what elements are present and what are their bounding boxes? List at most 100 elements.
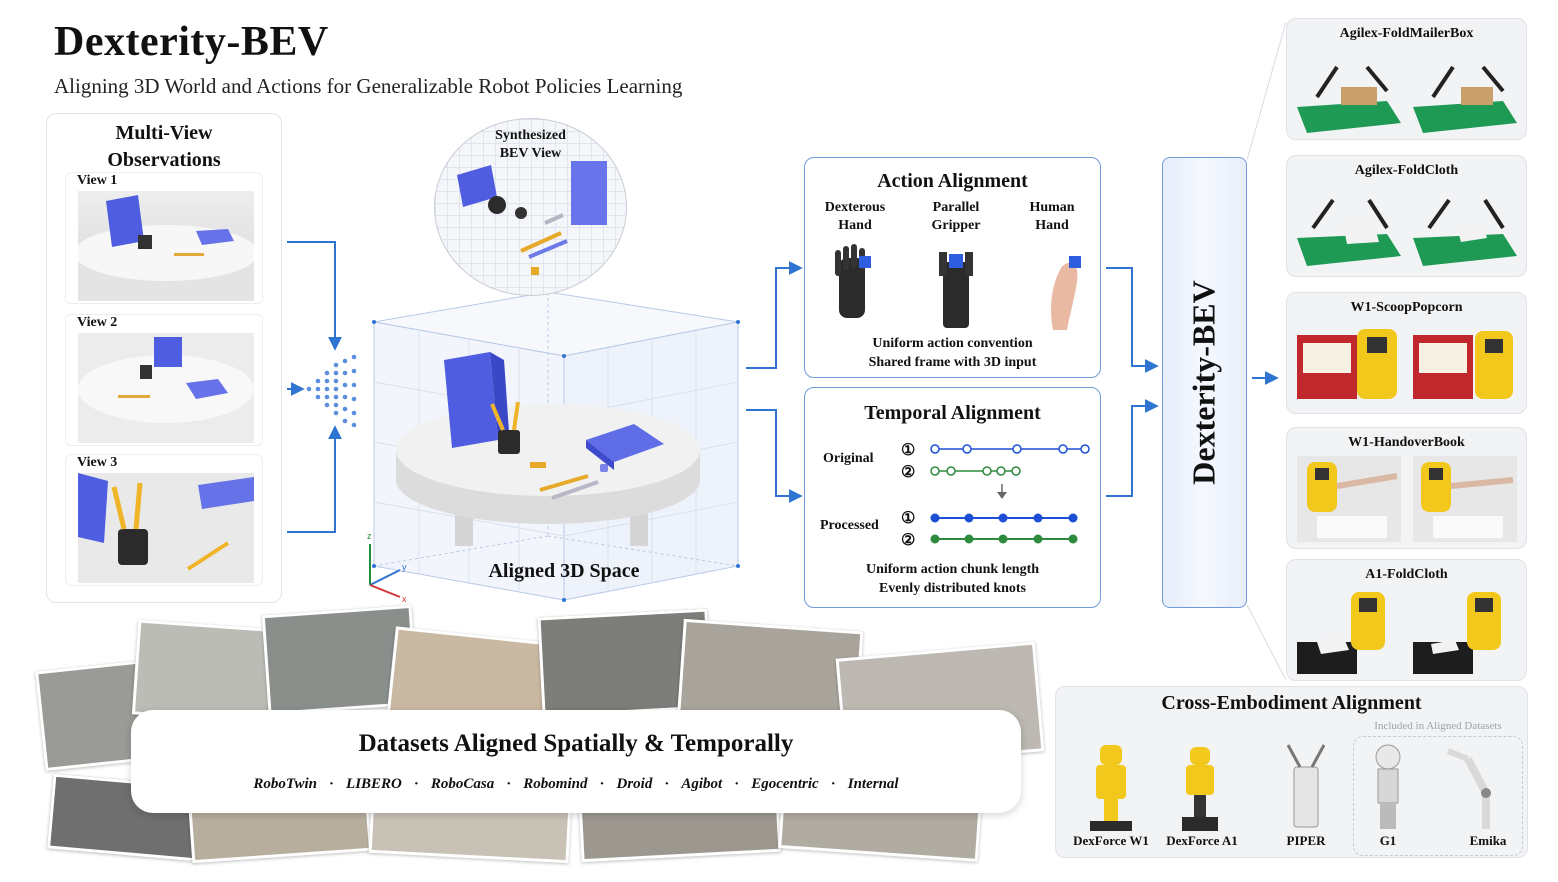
- task-image-2a: [1297, 184, 1401, 270]
- processed-track-1-marker: ①: [901, 510, 916, 527]
- dexforce-a1-icon: [1182, 747, 1218, 831]
- page-subtitle: Aligning 3D World and Actions for Genera…: [54, 74, 683, 98]
- action-caption-1: Uniform action convention: [872, 336, 1033, 351]
- multi-view-panel: Multi-View Observations View 1 View 2: [46, 113, 282, 603]
- temporal-alignment-panel: Temporal Alignment Original Processed ① …: [804, 387, 1101, 608]
- task-image-5a: [1297, 588, 1401, 674]
- dataset-name: Droid: [616, 776, 653, 792]
- processed-track-1: [930, 513, 1078, 523]
- view-label-2: View 2: [77, 315, 118, 330]
- action-alignment-title: Action Alignment: [877, 170, 1028, 192]
- task-image-1b: [1413, 47, 1517, 133]
- view-image-1: [78, 191, 254, 301]
- processed-track-2: [930, 534, 1078, 544]
- robot-label-dexforce-a1: DexForce A1: [1166, 833, 1238, 848]
- col-parallel-gripper: Parallel Gripper: [931, 200, 981, 233]
- task-card-3: W1-ScoopPopcorn: [1286, 292, 1527, 414]
- dataset-separator: ·: [413, 776, 419, 792]
- piper-icon: [1286, 744, 1326, 828]
- dataset-name: Agibot: [681, 776, 723, 792]
- axis-x-label: x: [402, 594, 407, 604]
- task-label-4: W1-HandoverBook: [1348, 435, 1465, 450]
- task-image-3a: [1297, 321, 1401, 407]
- fan-lines: [1246, 21, 1287, 681]
- view-card-2: View 2: [65, 314, 263, 446]
- temporal-caption-1: Uniform action chunk length: [865, 562, 1040, 577]
- task-label-5: A1-FoldCloth: [1365, 567, 1448, 582]
- cross-embodiment-panel: Cross-Embodiment Alignment Included in A…: [1055, 686, 1528, 858]
- task-image-4b: [1413, 456, 1517, 542]
- robot-label-dexforce-w1: DexForce W1: [1073, 833, 1149, 848]
- emika-icon: [1446, 748, 1491, 829]
- task-label-3: W1-ScoopPopcorn: [1350, 300, 1463, 315]
- dataset-separator: ·: [734, 776, 740, 792]
- human-hand-icon: [1051, 256, 1081, 330]
- aligned-3d-space-title: Aligned 3D Space: [488, 560, 640, 582]
- bev-view: Synthesized BEV View: [434, 118, 627, 296]
- model-label-wrap: Dexterity-BEV: [1162, 157, 1247, 608]
- view-label-1: View 1: [77, 173, 118, 188]
- original-track-2-marker: ②: [901, 464, 916, 481]
- dataset-separator: ·: [664, 776, 670, 792]
- dataset-name: Egocentric: [751, 776, 819, 792]
- original-track-1: [930, 444, 1090, 454]
- task-image-3b: [1413, 321, 1517, 407]
- datasets-list: RoboTwin · LIBERO · RoboCasa · Robomind …: [131, 776, 1021, 793]
- view-image-2: [78, 333, 254, 443]
- g1-icon: [1375, 744, 1401, 829]
- included-label: Included in Aligned Datasets: [1374, 720, 1502, 732]
- action-caption-2: Shared frame with 3D input: [868, 355, 1037, 370]
- task-image-4a: [1297, 456, 1401, 542]
- axis-y-label: y: [402, 562, 407, 572]
- view-card-3: View 3: [65, 454, 263, 586]
- model-label: Dexterity-BEV: [1186, 280, 1222, 485]
- robot-label-emika: Emika: [1469, 833, 1507, 848]
- robot-icons: [1090, 744, 1491, 831]
- token-grid-icon: [306, 354, 357, 428]
- task-image-1a: [1297, 47, 1401, 133]
- processed-track-2-marker: ②: [901, 532, 916, 549]
- original-track-2: [930, 466, 1021, 476]
- action-alignment-panel: Action Alignment Dexterous Hand Parallel…: [804, 157, 1101, 378]
- robot-label-g1: G1: [1379, 833, 1397, 848]
- arrow-action-to-model: [1106, 267, 1159, 373]
- view-image-3: [78, 473, 254, 583]
- dexterous-hand-icon: [835, 244, 871, 318]
- temporal-tracks: [930, 444, 1090, 544]
- axis-z-label: z: [367, 531, 372, 541]
- task-card-5: A1-FoldCloth: [1286, 559, 1527, 681]
- task-label-1: Agilex-FoldMailerBox: [1339, 26, 1474, 41]
- task-card-2: Agilex-FoldCloth: [1286, 155, 1527, 277]
- axes-icon: [369, 544, 401, 598]
- included-datasets-box: [1353, 736, 1523, 856]
- arrow-view3: [287, 425, 342, 533]
- task-card-4: W1-HandoverBook: [1286, 427, 1527, 549]
- parallel-gripper-icon: [939, 252, 973, 328]
- temporal-caption-2: Evenly distributed knots: [878, 581, 1027, 596]
- dataset-name: RoboCasa: [430, 776, 495, 792]
- processed-label: Processed: [820, 518, 879, 533]
- arrow-to-temporal: [746, 409, 803, 503]
- temporal-alignment-title: Temporal Alignment: [864, 402, 1041, 424]
- col-dexterous-hand: Dexterous Hand: [824, 200, 886, 233]
- dataset-separator: ·: [830, 776, 836, 792]
- cross-embodiment-title: Cross-Embodiment Alignment: [1161, 692, 1422, 714]
- page-title: Dexterity-BEV: [54, 19, 329, 65]
- view-label-3: View 3: [77, 455, 118, 470]
- dataset-name: Robomind: [523, 776, 588, 792]
- model-block: [1162, 157, 1247, 608]
- task-image-5b: [1413, 588, 1517, 674]
- arrow-to-action: [746, 261, 803, 369]
- arrow-temporal-to-model: [1106, 399, 1159, 497]
- dataset-separator: ·: [329, 776, 335, 792]
- dataset-name: LIBERO: [346, 776, 402, 792]
- datasets-title: Datasets Aligned Spatially & Temporally: [358, 730, 794, 757]
- task-image-2b: [1413, 184, 1517, 270]
- task-card-1: Agilex-FoldMailerBox: [1286, 18, 1527, 140]
- view-card-1: View 1: [65, 172, 263, 304]
- dataset-name: RoboTwin: [253, 776, 318, 792]
- multi-view-title: Multi-View Observations: [107, 122, 221, 171]
- dexforce-w1-icon: [1090, 745, 1132, 831]
- original-track-1-marker: ①: [901, 442, 916, 459]
